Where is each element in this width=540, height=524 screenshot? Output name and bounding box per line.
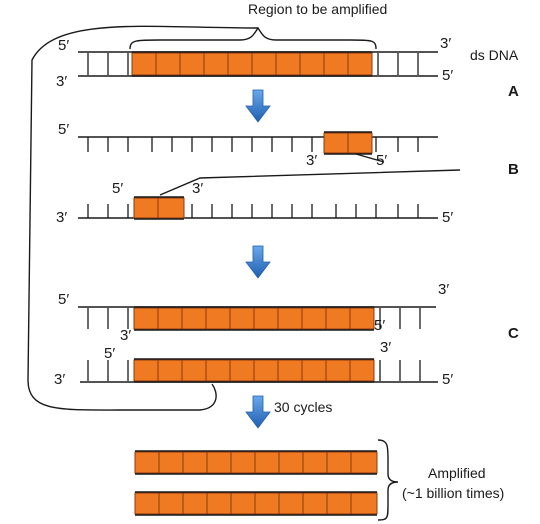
five-prime-label: 5′: [442, 67, 453, 84]
step-a-label: A: [508, 83, 519, 100]
primer-top-pointer: [355, 153, 385, 163]
three-prime-label: 3′: [438, 281, 449, 298]
amplified-times-label: (~1 billion times): [402, 485, 504, 501]
three-prime-label: 3′: [306, 152, 317, 169]
primer-b-connector: [159, 169, 461, 196]
three-prime-label: 3′: [192, 180, 203, 197]
region-title: Region to be amplified: [248, 1, 387, 17]
ds-dna-group: [78, 51, 438, 77]
five-prime-label: 5′: [112, 180, 123, 197]
down-arrow-icon: [245, 89, 271, 123]
ds-dna-label: ds DNA: [470, 47, 519, 63]
amplified-label: Amplified: [428, 465, 486, 481]
denatured-strand-bottom: [78, 204, 438, 219]
three-prime-label: 3′: [440, 35, 451, 52]
down-arrow-icon: [245, 245, 271, 279]
five-prime-label: 5′: [374, 317, 385, 334]
amplified-product-2: [134, 492, 378, 515]
amplified-product-1: [134, 451, 378, 474]
five-prime-label: 5′: [58, 291, 69, 308]
five-prime-label: 5′: [58, 37, 69, 54]
five-prime-label: 5′: [376, 152, 387, 169]
five-prime-label: 5′: [58, 121, 69, 138]
three-prime-label: 3′: [54, 371, 65, 388]
five-prime-label: 5′: [104, 345, 115, 362]
region-brace: [129, 26, 377, 50]
primer-bottom: [133, 197, 185, 219]
step-b-label: B: [508, 161, 519, 178]
step-c-label: C: [508, 325, 519, 342]
three-prime-label: 3′: [56, 209, 67, 226]
five-prime-label: 5′: [442, 371, 453, 388]
cycles-label: 30 cycles: [274, 399, 332, 415]
three-prime-label: 3′: [120, 327, 131, 344]
five-prime-label: 5′: [442, 209, 453, 226]
denatured-strand-top: [78, 136, 438, 152]
down-arrow-icon: [245, 395, 271, 429]
cycle-return-bracket: [27, 25, 259, 411]
three-prime-label: 3′: [380, 339, 391, 356]
three-prime-label: 3′: [56, 73, 67, 90]
amplified-brace: [377, 439, 399, 521]
